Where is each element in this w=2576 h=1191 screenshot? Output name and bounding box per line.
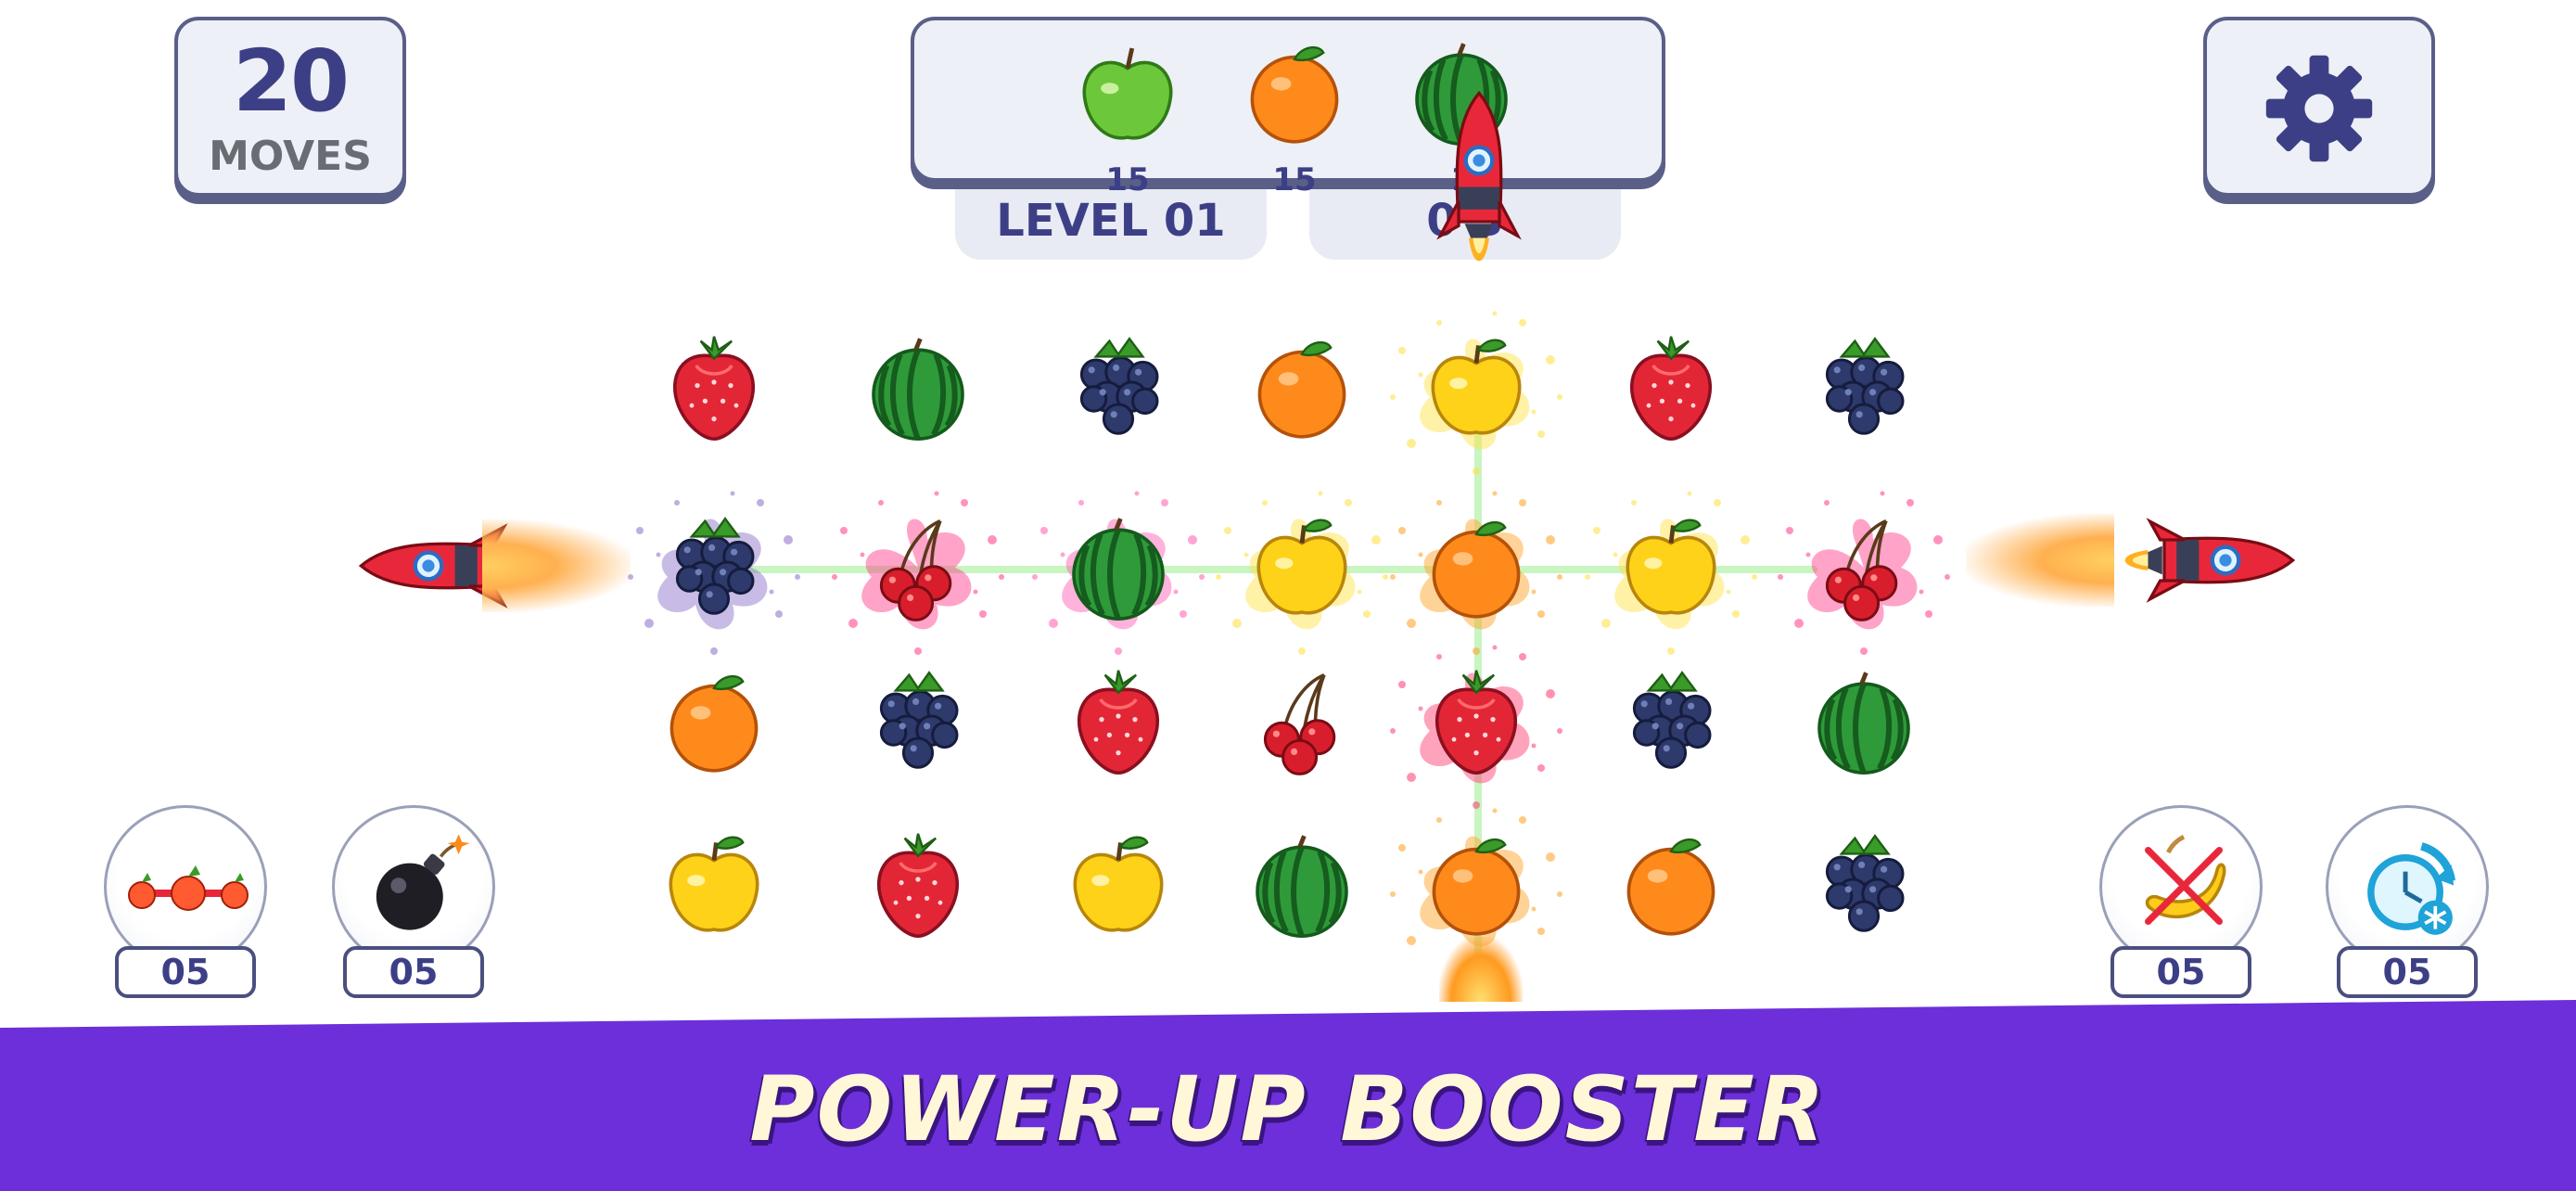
board-tile-cherries[interactable] <box>862 510 974 625</box>
board-tile-watermelon[interactable] <box>1808 664 1919 779</box>
no-banana-icon <box>2145 835 2226 925</box>
watermelon-icon <box>1808 664 1919 779</box>
cherries-icon <box>1808 510 1919 625</box>
goal-green-apple: 15 <box>1072 37 1183 198</box>
rocket-icon <box>1428 89 1530 293</box>
watermelon-icon <box>1246 827 1358 942</box>
board-tile-strawberry[interactable] <box>1063 664 1174 779</box>
freeze-time-icon <box>2367 842 2455 935</box>
settings-button[interactable] <box>2203 17 2435 197</box>
board-tile-grapes[interactable] <box>862 664 974 779</box>
board-tile-cherries[interactable] <box>1246 664 1358 779</box>
footer-title: POWER-UP BOOSTER <box>749 1057 1827 1161</box>
board-tile-grapes[interactable] <box>1808 827 1919 942</box>
strawberry-icon <box>658 330 770 445</box>
orange-icon <box>658 664 770 779</box>
grapes-icon <box>862 664 974 779</box>
cherries-icon <box>1246 664 1358 779</box>
booster-bomb[interactable] <box>332 805 495 968</box>
board-tile-cherries[interactable] <box>1808 510 1919 625</box>
orange-icon <box>1421 827 1532 942</box>
cherries-icon <box>862 510 974 625</box>
booster-count: 05 <box>343 946 484 998</box>
fruit-chain-icon <box>128 865 249 911</box>
board-tile-strawberry[interactable] <box>658 330 770 445</box>
board-tile-yellow-apple[interactable] <box>1615 510 1727 625</box>
goal-count: 15 <box>1105 161 1150 198</box>
goal-count: 15 <box>1272 161 1317 198</box>
yellow-apple-icon <box>1421 330 1532 445</box>
moves-label: MOVES <box>209 133 372 180</box>
yellow-apple-icon <box>1615 510 1727 625</box>
orange-icon <box>1421 510 1532 625</box>
orange-icon <box>1239 37 1350 148</box>
board-tile-strawberry[interactable] <box>862 827 974 942</box>
strawberry-icon <box>862 827 974 942</box>
bomb-icon <box>376 834 470 930</box>
goals-panel: 15 15 1 <box>911 17 1665 198</box>
rocket-top <box>1428 89 1530 293</box>
board-tile-strawberry[interactable] <box>1615 330 1727 445</box>
rocket-icon <box>2093 509 2297 611</box>
strawberry-icon <box>1615 330 1727 445</box>
board-tile-grapes[interactable] <box>1808 330 1919 445</box>
rocket-right <box>2093 509 2297 611</box>
board-tile-grapes[interactable] <box>1063 330 1174 445</box>
orange-icon <box>1615 827 1727 942</box>
yellow-apple-icon <box>1063 827 1174 942</box>
board-tile-yellow-apple[interactable] <box>1421 330 1532 445</box>
yellow-apple-icon <box>658 827 770 942</box>
footer-banner <box>0 1000 2576 1191</box>
grapes-icon <box>1063 330 1174 445</box>
board-tile-grapes[interactable] <box>658 510 770 625</box>
board-tile-yellow-apple[interactable] <box>1063 827 1174 942</box>
moves-count: 20 <box>232 32 350 131</box>
board-tile-yellow-apple[interactable] <box>1246 510 1358 625</box>
booster-freeze-time[interactable] <box>2326 805 2489 968</box>
strawberry-icon <box>1421 664 1532 779</box>
yellow-apple-icon <box>1246 510 1358 625</box>
board-tile-watermelon[interactable] <box>1063 510 1174 625</box>
board-tile-grapes[interactable] <box>1615 664 1727 779</box>
green-apple-icon <box>1072 37 1183 148</box>
grapes-icon <box>1615 664 1727 779</box>
gear-icon <box>2265 55 2373 162</box>
moves-panel: 20 MOVES <box>174 17 406 197</box>
goal-orange: 15 <box>1239 37 1350 198</box>
rocket-left-trail <box>482 519 631 612</box>
board-tile-orange[interactable] <box>1421 827 1532 942</box>
rocket-bottom-flame <box>1439 937 1523 1002</box>
board-tile-orange[interactable] <box>1421 510 1532 625</box>
board-tile-strawberry[interactable] <box>1421 664 1532 779</box>
board-tile-orange[interactable] <box>1615 827 1727 942</box>
orange-icon <box>1246 330 1358 445</box>
booster-no-banana[interactable] <box>2099 805 2263 968</box>
grapes-icon <box>1808 827 1919 942</box>
board-tile-watermelon[interactable] <box>862 330 974 445</box>
booster-fruit-chain[interactable] <box>104 805 267 968</box>
grapes-icon <box>1808 330 1919 445</box>
booster-count: 05 <box>2337 946 2478 998</box>
rocket-right-trail <box>1966 514 2114 607</box>
strawberry-icon <box>1063 664 1174 779</box>
booster-count: 05 <box>2111 946 2251 998</box>
board-tile-orange[interactable] <box>658 664 770 779</box>
watermelon-icon <box>1063 510 1174 625</box>
board-tile-orange[interactable] <box>1246 330 1358 445</box>
level-label: LEVEL 01 <box>955 186 1267 260</box>
board-tile-yellow-apple[interactable] <box>658 827 770 942</box>
grapes-icon <box>658 510 770 625</box>
watermelon-icon <box>862 330 974 445</box>
booster-count: 05 <box>115 946 256 998</box>
board-tile-watermelon[interactable] <box>1246 827 1358 942</box>
